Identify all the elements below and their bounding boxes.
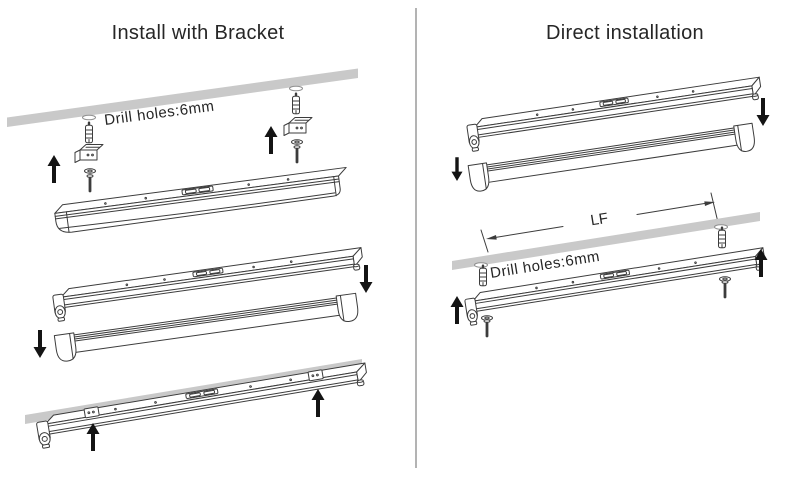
down-arrow-icon	[359, 265, 373, 293]
down-arrow-icon	[33, 330, 47, 358]
mounting-bracket	[283, 117, 313, 136]
mounted-bracket	[307, 369, 324, 382]
panel-divider	[415, 8, 417, 468]
length-dimension: LF	[481, 193, 721, 252]
wall-anchor	[292, 92, 300, 115]
ceiling-surface	[7, 68, 358, 127]
screw	[721, 280, 729, 299]
up-arrow-icon	[311, 389, 325, 417]
up-arrow-icon	[450, 296, 464, 324]
drill-hole	[474, 262, 488, 268]
diffuser-cover	[53, 292, 360, 363]
screw	[293, 145, 301, 164]
screw	[86, 174, 94, 193]
mounting-bracket	[74, 144, 104, 163]
down-arrow-icon	[756, 98, 770, 126]
up-arrow-icon	[264, 126, 278, 154]
length-label: LF	[589, 210, 609, 230]
left-panel-title: Install with Bracket	[111, 22, 285, 44]
diffuser-cover	[467, 122, 757, 193]
right-panel-title: Direct installation	[546, 22, 704, 44]
up-arrow-icon	[47, 155, 61, 183]
wall-anchor	[85, 121, 93, 144]
down-arrow-icon	[451, 157, 463, 181]
screw	[483, 319, 491, 338]
mounted-bracket	[83, 406, 100, 419]
ceiling-surface	[452, 212, 760, 270]
washer	[291, 139, 303, 145]
washer	[84, 168, 96, 174]
light-fixture-assembled	[53, 166, 351, 235]
drill-hole	[82, 114, 96, 121]
drill-hole	[289, 85, 303, 92]
